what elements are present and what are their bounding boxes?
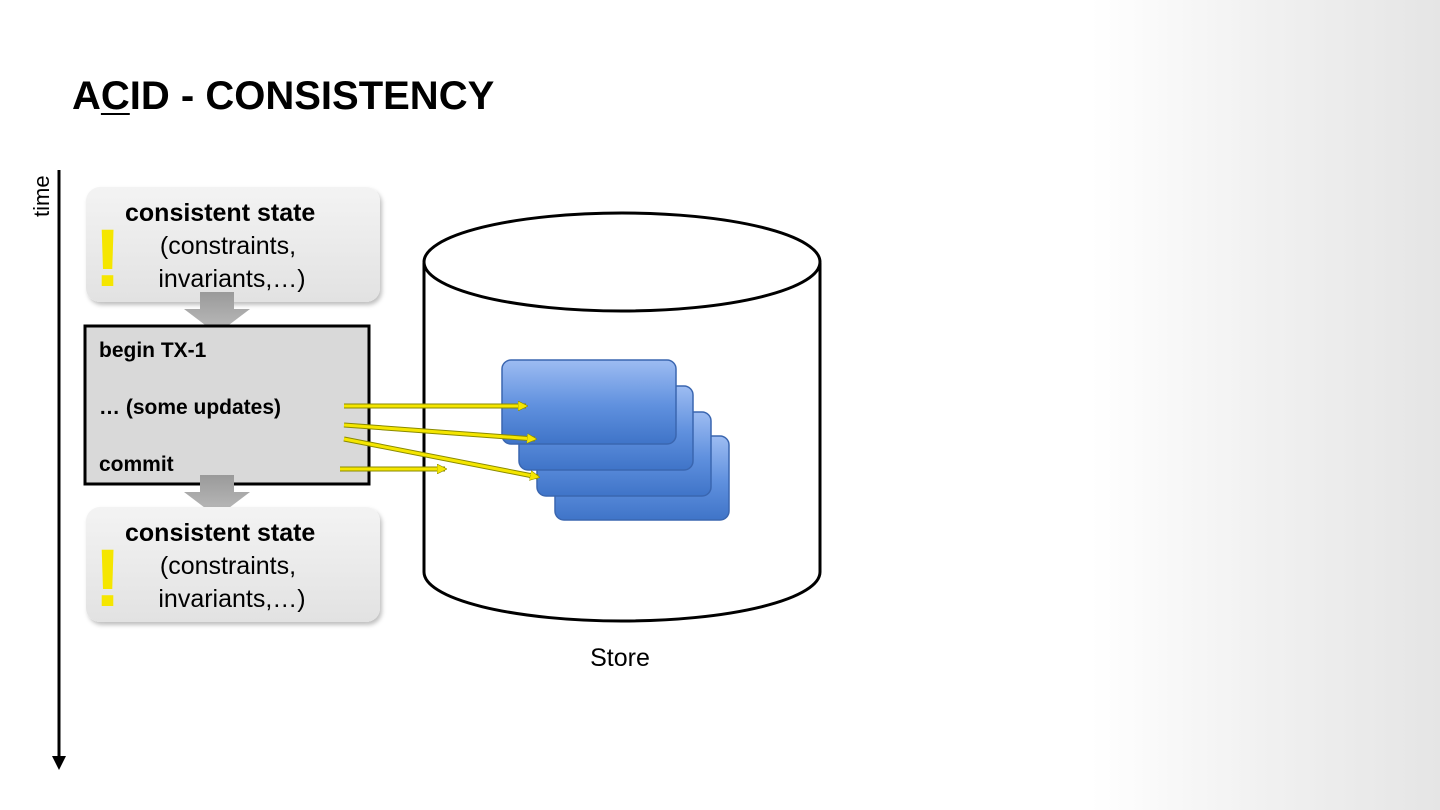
exclamation-icon: ! bbox=[94, 213, 121, 304]
down-arrow-icon bbox=[184, 475, 250, 517]
update-arrow bbox=[343, 423, 535, 439]
state-constraints: (constraints, bbox=[160, 232, 296, 260]
tx-commit: commit bbox=[99, 453, 174, 476]
exclamation-icon: ! bbox=[94, 533, 121, 624]
state-heading: consistent state bbox=[125, 199, 315, 227]
transaction-box: begin TX-1 … (some updates) commit bbox=[83, 324, 371, 486]
update-arrows bbox=[340, 406, 538, 477]
time-axis: time bbox=[29, 170, 66, 770]
state-box-top: ! consistent state (constraints, invaria… bbox=[86, 187, 380, 304]
state-box-bottom: ! consistent state (constraints, invaria… bbox=[86, 507, 380, 624]
update-arrow bbox=[343, 437, 538, 477]
state-invariants: invariants,…) bbox=[158, 265, 305, 293]
time-label: time bbox=[29, 175, 54, 217]
state-heading: consistent state bbox=[125, 519, 315, 547]
time-arrowhead-icon bbox=[52, 756, 66, 770]
tx-begin: begin TX-1 bbox=[99, 339, 207, 362]
store-label: Store bbox=[590, 644, 650, 672]
state-invariants: invariants,…) bbox=[158, 585, 305, 613]
record-stack bbox=[501, 359, 730, 521]
state-constraints: (constraints, bbox=[160, 552, 296, 580]
record-block bbox=[501, 359, 677, 445]
tx-updates: … (some updates) bbox=[99, 396, 281, 419]
slide-title: ACID - CONSISTENCY bbox=[72, 74, 495, 118]
down-arrow-icon bbox=[184, 292, 250, 334]
